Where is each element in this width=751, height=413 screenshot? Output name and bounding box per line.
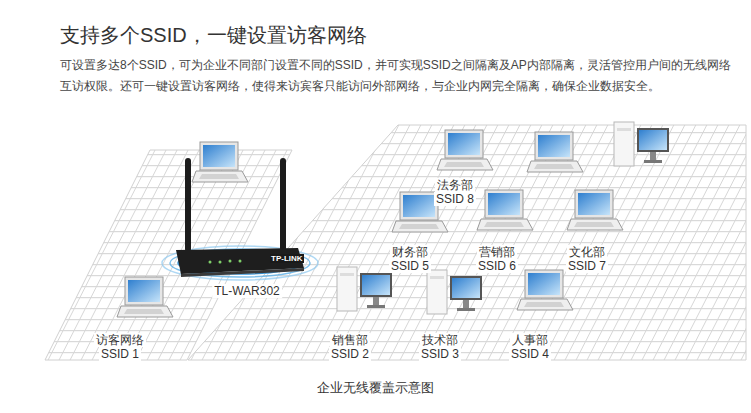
ssid-label: SSID 6 [476, 259, 518, 273]
office-zone [188, 125, 746, 360]
laptop [517, 270, 573, 310]
desktop-pc [614, 122, 669, 166]
ssid-label: 财务部 [390, 245, 430, 259]
heading: 支持多个SSID，一键设置访客网络 [60, 22, 367, 48]
ssid-label: SSID 3 [419, 347, 461, 361]
laptop [192, 142, 248, 182]
ssid-label: SSID 2 [329, 347, 371, 361]
ssid-label: 法务部 [435, 178, 475, 192]
ssid-label: SSID 1 [99, 347, 141, 361]
ssid-label: 销售部 [330, 333, 370, 347]
ssid-label: 人事部 [510, 333, 550, 347]
ssid-label: 文化部 [567, 245, 607, 259]
desktop-pc [427, 270, 482, 314]
laptop [117, 277, 173, 317]
desktop-pc [337, 267, 392, 311]
laptop [477, 190, 533, 230]
caption: 企业无线覆盖示意图 [317, 380, 434, 396]
description-text: 可设置多达8个SSID，可为企业不同部门设置不同的SSID，并可实现SSID之间… [60, 55, 740, 97]
laptop [527, 132, 583, 172]
brand-logo: TP-LINK [270, 254, 304, 263]
model-label: TL-WAR302 [212, 284, 282, 298]
ssid-label: 营销部 [477, 245, 517, 259]
ssid-label: SSID 8 [434, 192, 476, 206]
ssid-label: SSID 7 [566, 259, 608, 273]
ssid-label: SSID 4 [509, 347, 551, 361]
router [162, 158, 318, 280]
ssid-label: 访客网络 [94, 333, 146, 347]
laptop [567, 190, 623, 230]
laptop [437, 130, 493, 170]
ssid-label: 技术部 [420, 333, 460, 347]
ssid-label: SSID 5 [389, 259, 431, 273]
